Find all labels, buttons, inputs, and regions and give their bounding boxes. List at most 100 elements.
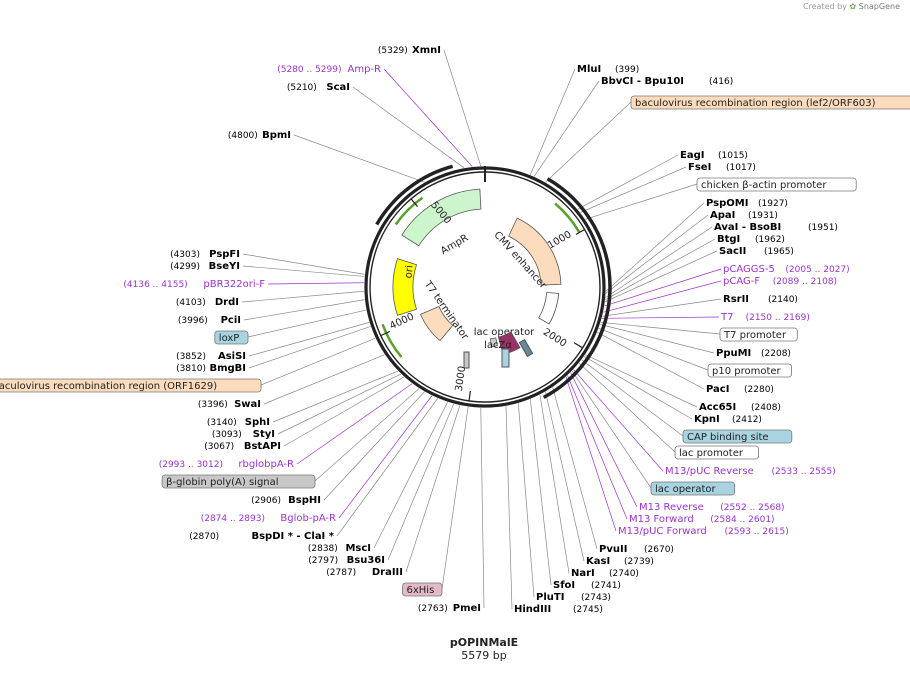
right-kasi-label: KasI <box>586 556 610 567</box>
left-bglob-pa-r-label: Bglob-pA-R <box>280 513 336 524</box>
credit-brand: SnapGene <box>858 2 900 11</box>
leader-line <box>552 387 598 550</box>
feature-ori <box>392 258 418 316</box>
right-nari-position: (2740) <box>609 569 639 579</box>
leader-line <box>263 354 385 405</box>
leader-line <box>260 337 376 386</box>
left-pmei-label: PmeI <box>453 603 481 614</box>
right-cap-binding-site-label-box <box>682 429 793 444</box>
left-swai-label: SwaI <box>234 399 261 410</box>
leader-line <box>241 290 365 303</box>
left-pspfi-position: (4303) <box>170 250 200 260</box>
leader-line <box>603 280 722 313</box>
ring-tick-label: 1000 <box>546 229 574 251</box>
leader-line <box>573 369 664 472</box>
right-baculovirus-recombination-region-lef2-orf603--label-box <box>630 95 910 110</box>
leader-line <box>243 299 365 321</box>
right-pcaggs-5-label: pCAGGS-5 <box>723 264 775 275</box>
right-pvuii-label: PvuII <box>599 544 627 555</box>
right-m13-puc-reverse-position: (2533 .. 2555) <box>772 467 836 477</box>
leader-line <box>600 322 721 335</box>
feature-label: AmpR <box>439 233 470 257</box>
left-amp-r-label: Amp-R <box>348 64 382 75</box>
left-bsphi-position: (2906) <box>251 496 281 506</box>
right-pvuii-position: (2670) <box>644 545 674 555</box>
leader-line <box>405 405 461 573</box>
right-ppumi-label: PpuMI <box>716 348 751 359</box>
right-hindiii-label: HindIII <box>514 604 551 615</box>
leader-line <box>248 322 370 357</box>
feature-t7-terminator <box>420 306 454 342</box>
leader-line <box>505 406 513 610</box>
leader-line <box>277 373 402 435</box>
left--globin-poly-a-signal-label-box <box>161 474 316 489</box>
right-apai-position: (1931) <box>748 211 778 221</box>
left-scai-position: (5210) <box>287 83 317 93</box>
right-sacii-label: SacII <box>719 246 746 257</box>
leader-line <box>248 326 371 369</box>
leader-line <box>530 68 576 175</box>
right-t7-promoter-label: T7 promoter <box>723 330 787 341</box>
right-m13-reverse-position: (2552 .. 2568) <box>720 503 784 513</box>
right-acc65i-position: (2408) <box>751 403 781 413</box>
right-kpni-position: (2412) <box>732 415 762 425</box>
leader-line <box>247 309 367 338</box>
left-pbr322ori-f-position: (4136 .. 4155) <box>123 280 187 290</box>
right-rsrii-label: RsrII <box>723 294 749 305</box>
leader-line <box>387 403 455 561</box>
ring-tick-mark <box>380 330 391 337</box>
left-sphi-position: (3140) <box>207 418 237 428</box>
leader-line <box>480 407 485 609</box>
right-m13-puc-reverse-label: M13/pUC Reverse <box>665 466 754 477</box>
leader-line <box>605 238 716 300</box>
plasmid-title-block: pOPINMalE 5579 bp <box>384 636 584 662</box>
left-xmni-position: (5329) <box>378 46 408 56</box>
leader-line <box>323 391 425 501</box>
leader-line <box>314 388 420 482</box>
right-t7-promoter-label-box <box>719 327 798 342</box>
leader-line <box>580 166 687 213</box>
leader-line <box>577 154 679 210</box>
leader-line <box>604 250 718 303</box>
left-rbglobpa-r-label: rbglobpA-R <box>238 459 294 470</box>
right-lac-operator-label-box <box>650 481 735 496</box>
right-pluti-label: PluTI <box>536 592 564 603</box>
ring-tick-mark <box>468 390 471 401</box>
feature-label: ori <box>403 265 415 279</box>
green-orf-arrow <box>554 202 581 234</box>
right-t7-label: T7 <box>720 312 733 323</box>
credit-prefix: Created by <box>802 2 847 11</box>
right-lac-promoter-label-box <box>674 445 759 460</box>
outer-strand-feature-band <box>375 164 454 226</box>
right-nari-label: NarI <box>571 568 595 579</box>
leader-line <box>533 80 600 177</box>
left-swai-position: (3396) <box>198 400 228 410</box>
left-loxp-label: loxP <box>219 333 240 344</box>
left-bstapi-label: BstAPI <box>244 441 281 452</box>
right-bbvci-label: BbvCI - Bpu10I <box>601 76 684 87</box>
leader-line <box>604 268 722 307</box>
right-kpni-label: KpnI <box>694 414 720 425</box>
small-feature-block <box>518 338 534 358</box>
right-ppumi-position: (2208) <box>761 349 791 359</box>
right-p10-promoter-label: p10 promoter <box>712 366 782 377</box>
right-paci-position: (2280) <box>744 385 774 395</box>
outer-strand-feature-band <box>542 177 612 399</box>
left-bsphi-label: BspHI <box>288 495 321 506</box>
leader-line <box>283 376 405 447</box>
right-m13-reverse-label: M13 Reverse <box>639 502 704 513</box>
right-baculovirus-recombination-region-lef2-orf603--label: baculovirus recombination region (lef2/O… <box>635 98 876 109</box>
right-lac-operator-label: lac operator <box>655 484 716 495</box>
leader-line <box>293 134 425 183</box>
right-kasi-position: (2739) <box>624 557 654 567</box>
leader-line <box>545 391 585 562</box>
leader-line <box>441 406 469 590</box>
right-sacii-position: (1965) <box>764 247 794 257</box>
green-orf-arrow <box>394 196 424 226</box>
feature-lac-operator <box>489 337 498 348</box>
leader-line <box>597 332 705 390</box>
right-m13-forward-label: M13 Forward <box>629 514 694 525</box>
left-pmei-position: (2763) <box>418 604 448 614</box>
leader-line <box>565 376 617 532</box>
feature-cmv-enhancer <box>508 217 562 286</box>
